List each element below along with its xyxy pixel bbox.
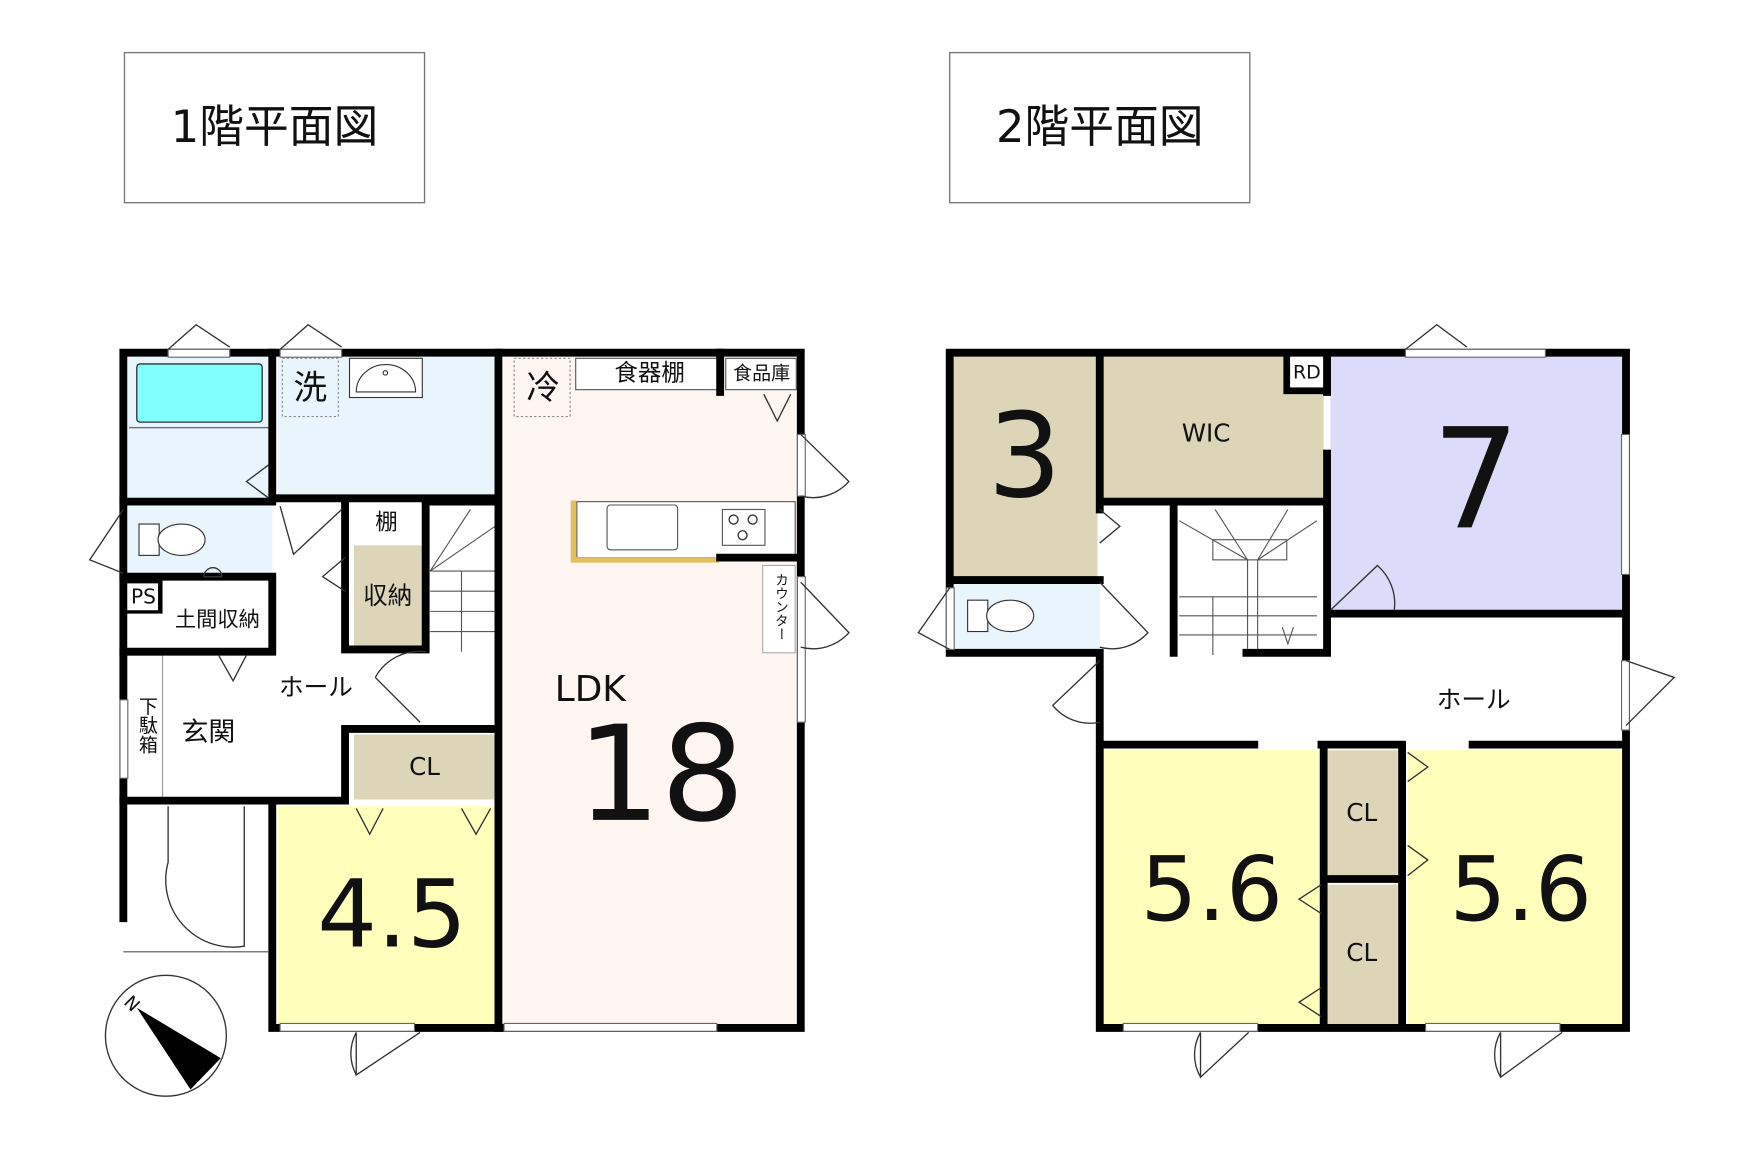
fridge-label: 冷 — [526, 368, 560, 407]
shelf — [349, 503, 424, 540]
kitchen-sink-icon — [606, 504, 679, 551]
closet-2f-bottom — [1328, 884, 1398, 1025]
closet-2f-bottom-label: CL — [1346, 938, 1377, 967]
window — [1404, 348, 1546, 358]
cupboard — [575, 357, 720, 391]
storage-label: 収納 — [363, 581, 412, 610]
closet-2f-top-label: CL — [1346, 798, 1377, 827]
shelf-label: 棚 — [375, 509, 397, 535]
closet-1f-label: CL — [409, 752, 440, 781]
ldk-label: LDK — [555, 669, 628, 710]
pantry-label: 食品庫 — [733, 362, 790, 384]
window — [279, 348, 343, 358]
floor-1-title: 1階平面図 — [171, 100, 379, 153]
room-5-6-right-label: 5.6 — [1450, 838, 1592, 942]
wic-label: WIC — [1182, 418, 1231, 447]
floor-2-title-box — [949, 51, 1251, 204]
closet-2f-top — [1328, 750, 1398, 877]
window — [796, 576, 806, 723]
ldk-room — [504, 356, 798, 1025]
room-5-6-left-label: 5.6 — [1141, 838, 1283, 942]
window — [1620, 433, 1630, 575]
room-3-label: 3 — [988, 389, 1062, 524]
floor-1-title-box — [123, 51, 426, 204]
window — [1620, 660, 1630, 731]
room-7 — [1330, 356, 1624, 614]
window — [503, 1022, 718, 1032]
bedroom-4-5 — [277, 806, 497, 1025]
counter-label: カウンター — [772, 573, 788, 640]
bedroom-4-5-label: 4.5 — [317, 860, 467, 969]
floor-1: 1階平面図 洗 PS 土間収納 下駄箱 玄関 ホール 棚 収納 — [88, 51, 850, 1097]
room-5-6-left — [1103, 750, 1322, 1025]
window — [1425, 1022, 1561, 1032]
storage-room — [354, 545, 423, 650]
room-7-label: 7 — [1432, 398, 1520, 560]
ldk-size-label: 18 — [577, 698, 745, 852]
entrance-label: 玄関 — [182, 717, 236, 748]
bathtub-icon — [136, 363, 263, 423]
hall-1f-label: ホール — [279, 673, 353, 702]
toilet-icon — [967, 599, 989, 633]
pantry — [725, 357, 797, 391]
ps-label: PS — [131, 584, 156, 608]
rd-label: RD — [1293, 361, 1321, 383]
counter — [762, 564, 796, 654]
floor-2: 2階平面図 3 WIC RD 7 ホール 5.6 5.6 CL CL — [917, 51, 1676, 1079]
doma-storage-label: 土間収納 — [175, 607, 260, 632]
toilet-icon — [138, 523, 160, 556]
window — [167, 348, 231, 358]
floor-2-title: 2階平面図 — [996, 100, 1204, 153]
room-5-6-right — [1407, 750, 1623, 1025]
window — [1122, 1022, 1259, 1032]
closet-1f — [354, 734, 497, 800]
washer-label: 洗 — [294, 368, 328, 407]
stairs-2f — [1178, 509, 1318, 656]
stairs-1f — [429, 506, 496, 652]
hall-2f-label: ホール — [1437, 685, 1511, 714]
window — [279, 1022, 416, 1032]
cupboard-label: 食器棚 — [614, 358, 685, 386]
room-3 — [951, 356, 1098, 581]
shoe-box-label: 下駄箱 — [136, 696, 158, 753]
kitchen-counter — [570, 500, 796, 563]
compass-icon: N — [104, 974, 228, 1097]
window — [119, 699, 129, 779]
window — [796, 433, 806, 497]
window — [945, 587, 955, 651]
